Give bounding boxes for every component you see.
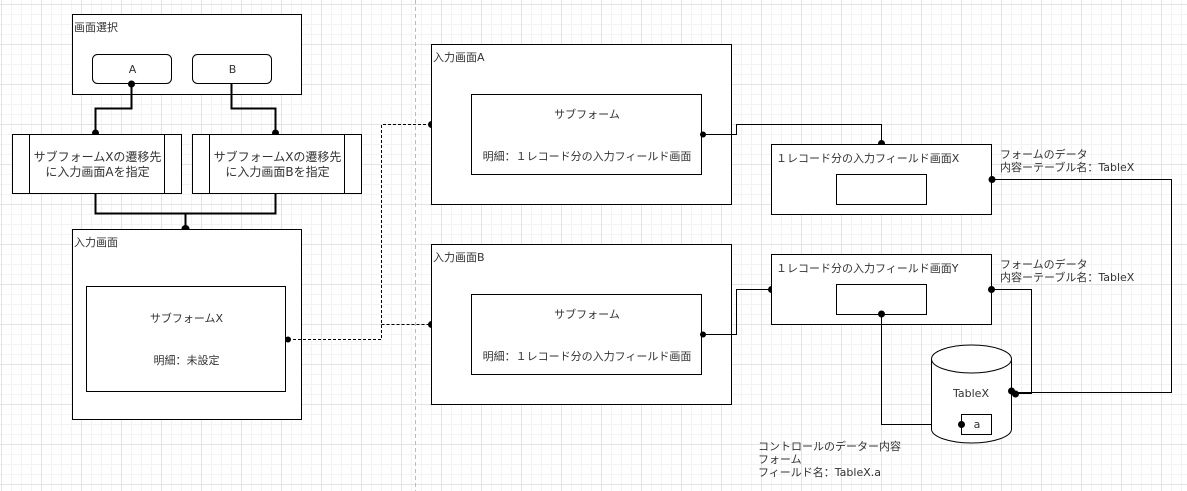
note-control-line1: コントロールのデーター内容 [758, 440, 901, 453]
subform-a-title: サブフォーム [554, 108, 620, 121]
connector-dot [128, 80, 135, 88]
cylinder-top [931, 344, 1012, 374]
process-b-box[interactable] [192, 134, 362, 194]
connector-dot [878, 310, 885, 318]
note-control-line2: フォーム [758, 453, 802, 466]
subform-a-detail: 明細：１レコード分の入力フィールド画面 [482, 150, 692, 163]
connector-subform-to-screen-a [288, 124, 432, 340]
connector-dot [700, 331, 706, 338]
connector-field-x-to-table [992, 179, 1172, 393]
note-form-data-x-line1: フォームのデータ [1000, 148, 1088, 161]
note-form-data-x-line2: 内容ーテーブル名：TableX [1000, 161, 1135, 174]
field-screen-y-title: １レコード分の入力フィールド画面Y [776, 262, 959, 275]
field-screen-x-title: １レコード分の入力フィールド画面X [776, 152, 960, 165]
note-form-data-y-line1: フォームのデータ [1000, 258, 1088, 271]
note-control-line3: フィールド名：TableX.a [758, 466, 881, 479]
note-form-data-y-line2: 内容ーテーブル名：TableX [1000, 271, 1135, 284]
process-a-line2: に入力画面Aを指定 [45, 165, 150, 179]
input-screen-a-title: 入力画面A [433, 51, 485, 64]
connector-a-to-process-a [94, 84, 133, 133]
connector-dot [988, 176, 996, 183]
connector-dot [958, 421, 965, 428]
input-screen-b-title: 入力画面B [433, 251, 485, 264]
process-b-line1: サブフォームXの遷移先 [213, 150, 342, 164]
connector-b-to-process-b [230, 84, 277, 133]
subform-b-title: サブフォーム [554, 308, 620, 321]
button-b-label[interactable]: B [228, 63, 237, 76]
process-a-box[interactable] [12, 134, 182, 194]
process-b-line2: に入力画面Bを指定 [225, 165, 330, 179]
button-a-label[interactable]: A [128, 63, 137, 76]
connector-merge [94, 194, 277, 215]
connector-dot [700, 131, 706, 138]
database-field-a: a [973, 418, 981, 431]
field-x-input[interactable] [836, 174, 927, 205]
process-a-line1: サブフォームXの遷移先 [33, 150, 162, 164]
connector-subform-a-to-field-x [703, 124, 882, 144]
subform-b-box[interactable] [471, 294, 702, 375]
button-b-shape[interactable] [192, 54, 272, 84]
connector-subform-b-to-field-y [703, 289, 771, 335]
screen-select-title: 画面選択 [74, 21, 118, 34]
connector-dot [1012, 390, 1019, 398]
subform-x-title: サブフォームX [149, 312, 224, 325]
connector-dot [285, 336, 291, 343]
field-y-input[interactable] [836, 284, 927, 315]
subform-x-detail: 明細：未設定 [153, 354, 220, 367]
subform-a-box[interactable] [471, 94, 702, 175]
connector-dot [988, 286, 995, 293]
connector-field-y-to-table [992, 289, 1032, 394]
subform-x-box[interactable] [86, 286, 286, 392]
subform-b-detail: 明細：１レコード分の入力フィールド画面 [482, 350, 692, 363]
input-screen-title: 入力画面 [74, 236, 118, 249]
database-name: TableX [953, 387, 989, 400]
